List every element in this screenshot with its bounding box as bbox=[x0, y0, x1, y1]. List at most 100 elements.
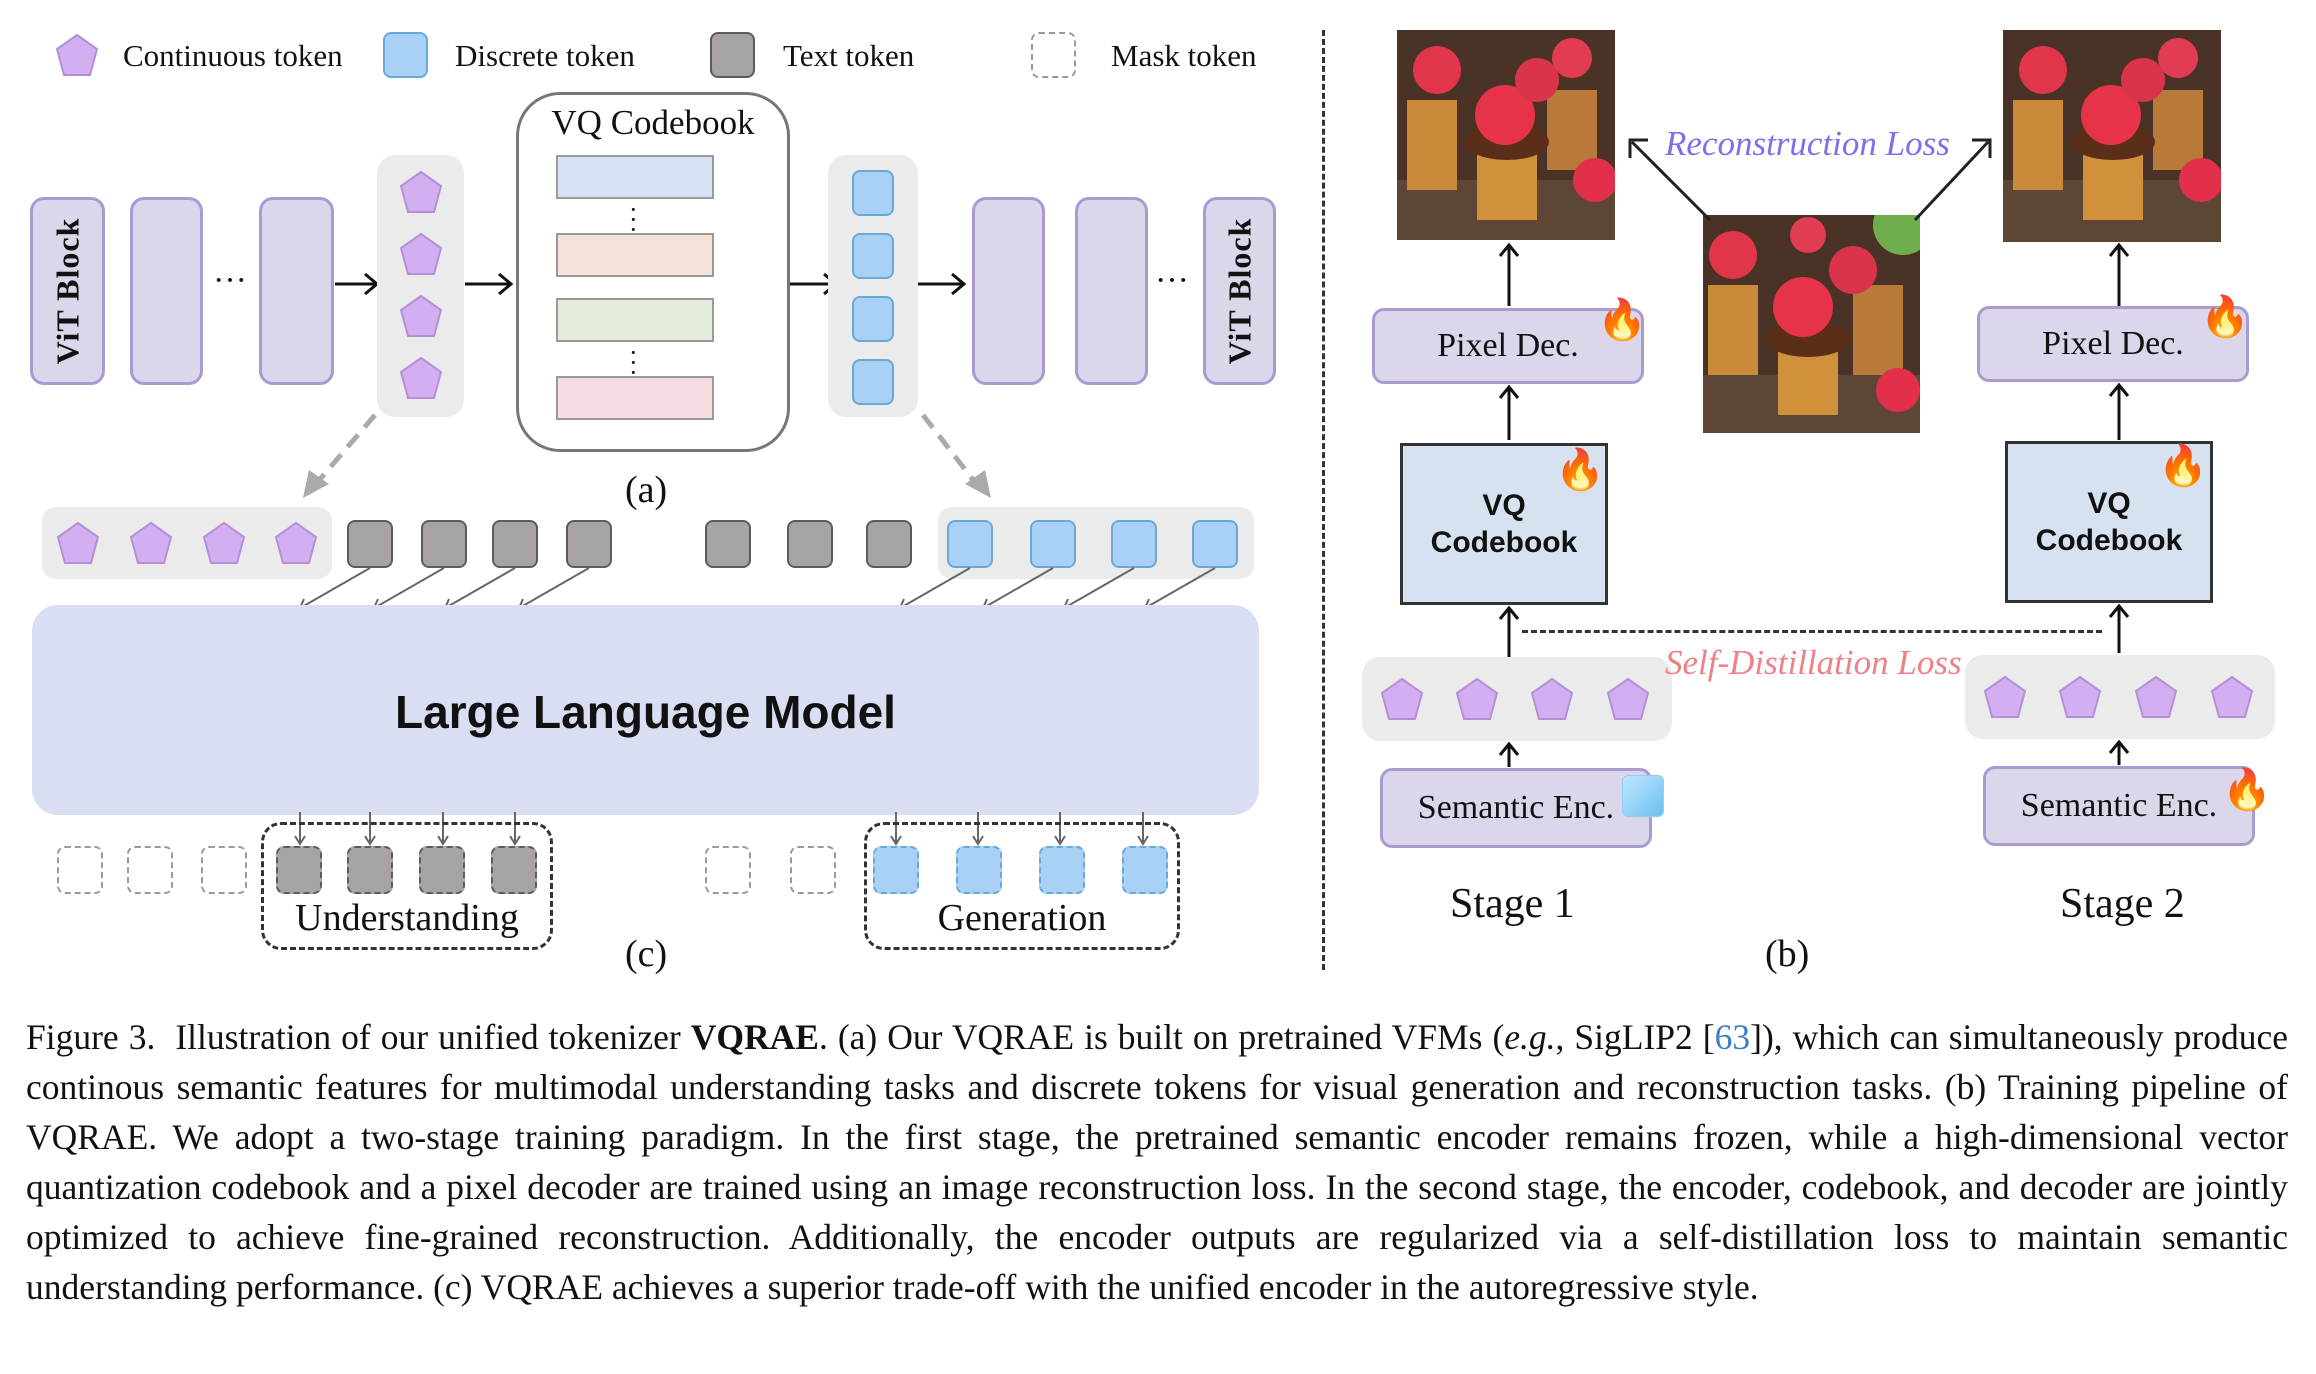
text-token bbox=[787, 520, 833, 568]
discrete-token-output bbox=[956, 846, 1002, 894]
caption-model-name: VQRAE bbox=[690, 1017, 819, 1057]
vq-label: VQ bbox=[2087, 486, 2131, 520]
pixel-decoder-label: Pixel Dec. bbox=[1437, 327, 1579, 364]
arrow-right-icon bbox=[918, 272, 967, 296]
continuous-token bbox=[202, 521, 246, 565]
vq-codebook-stage2: VQ Codebook bbox=[2005, 441, 2213, 603]
reconstructed-image-stage1 bbox=[1397, 30, 1615, 240]
text-token-output bbox=[419, 846, 465, 894]
semantic-encoder-stage2: Semantic Enc. bbox=[1983, 766, 2255, 846]
mask-token bbox=[705, 846, 751, 894]
llm-block: Large Language Model bbox=[32, 605, 1259, 815]
panel-c-label: (c) bbox=[625, 933, 668, 975]
arrow-right-icon bbox=[335, 272, 380, 296]
continuous-token bbox=[1530, 677, 1574, 721]
continuous-token bbox=[56, 521, 100, 565]
arrow-up-icon bbox=[2108, 739, 2130, 765]
llm-label: Large Language Model bbox=[395, 686, 896, 738]
mask-token bbox=[57, 846, 103, 894]
citation-link[interactable]: 63 bbox=[1714, 1017, 1751, 1057]
ellipsis: ··· bbox=[1155, 262, 1189, 299]
caption-part3: ]), which can simultaneously produce con… bbox=[26, 1017, 2289, 1307]
discrete-token bbox=[947, 520, 993, 568]
reconstruction-arrows bbox=[1628, 138, 1992, 222]
arrow-up-icon bbox=[1498, 384, 1520, 440]
vit-block bbox=[259, 197, 334, 385]
continuous-token bbox=[399, 294, 443, 338]
legend-discrete-label: Discrete token bbox=[455, 38, 635, 73]
semantic-encoder-stage1: Semantic Enc. bbox=[1380, 768, 1652, 848]
text-token-output bbox=[276, 846, 322, 894]
panel-a-label: (a) bbox=[625, 469, 668, 511]
reconstruction-loss-label: Reconstruction Loss bbox=[1665, 124, 1950, 163]
input-image bbox=[1703, 215, 1920, 433]
arrow-up-icon bbox=[2108, 603, 2130, 653]
continuous-token bbox=[399, 356, 443, 400]
codebook-label: Codebook bbox=[2035, 524, 2183, 557]
ellipsis: ··· bbox=[213, 262, 247, 299]
mask-token-icon bbox=[1031, 32, 1076, 78]
vit-block bbox=[130, 197, 203, 385]
arrow-up-icon bbox=[2108, 242, 2130, 306]
continuous-token bbox=[399, 232, 443, 276]
self-distillation-line bbox=[1522, 630, 2102, 633]
arrow-right-icon bbox=[465, 272, 514, 296]
discrete-token-icon bbox=[383, 32, 428, 78]
discrete-token-output bbox=[873, 846, 919, 894]
text-token-output bbox=[491, 846, 537, 894]
discrete-token bbox=[852, 296, 894, 342]
figure-number: Figure 3. bbox=[26, 1017, 156, 1057]
text-token-output bbox=[347, 846, 393, 894]
text-token bbox=[347, 520, 393, 568]
generation-label: Generation bbox=[937, 897, 1107, 939]
fire-icon: 🔥 bbox=[2222, 767, 2272, 812]
vq-label: VQ bbox=[1482, 488, 1526, 522]
fire-icon: 🔥 bbox=[1597, 297, 1647, 342]
legend-continuous-label: Continuous token bbox=[123, 38, 343, 73]
vq-codebook-stage1: VQ Codebook bbox=[1400, 443, 1608, 605]
discrete-token bbox=[852, 359, 894, 405]
semantic-encoder-label: Semantic Enc. bbox=[1417, 789, 1615, 826]
panel-divider bbox=[1322, 30, 1325, 970]
arrow-up-icon bbox=[2108, 382, 2130, 440]
continuous-token bbox=[129, 521, 173, 565]
codebook-entry bbox=[556, 376, 714, 420]
ice-cube-icon bbox=[1622, 775, 1664, 817]
codebook-entry bbox=[556, 233, 714, 277]
mask-token bbox=[201, 846, 247, 894]
continuous-token bbox=[2058, 675, 2102, 719]
text-token bbox=[492, 520, 538, 568]
pixel-decoder-label: Pixel Dec. bbox=[2042, 325, 2184, 362]
dashed-arrow-icon bbox=[921, 413, 991, 498]
fire-icon: 🔥 bbox=[2200, 294, 2250, 339]
text-token bbox=[566, 520, 612, 568]
codebook-label: Codebook bbox=[1430, 526, 1578, 559]
arrow-up-icon bbox=[1498, 605, 1520, 663]
arrow-up-icon bbox=[1498, 741, 1520, 767]
continuous-token bbox=[274, 521, 318, 565]
caption-part2: , SigLIP2 [ bbox=[1555, 1017, 1715, 1057]
vq-codebook-panel: VQ Codebook ··· ··· bbox=[516, 92, 790, 452]
discrete-token bbox=[852, 170, 894, 216]
mask-token bbox=[790, 846, 836, 894]
understanding-label: Understanding bbox=[295, 897, 519, 939]
pixel-decoder-stage1: Pixel Dec. bbox=[1372, 308, 1644, 384]
continuous-token bbox=[1380, 677, 1424, 721]
discrete-token bbox=[1111, 520, 1157, 568]
legend-mask-label: Mask token bbox=[1111, 38, 1257, 73]
semantic-encoder-label: Semantic Enc. bbox=[2020, 787, 2218, 824]
discrete-token bbox=[1192, 520, 1238, 568]
continuous-token bbox=[1606, 677, 1650, 721]
generation-group bbox=[864, 822, 1180, 950]
vit-block-left-label: ViT Block bbox=[49, 217, 85, 365]
caption-eg: e.g. bbox=[1504, 1017, 1556, 1057]
codebook-entry bbox=[556, 298, 714, 342]
caption-intro: Illustration of our unified tokenizer bbox=[175, 1017, 681, 1057]
stage2-label: Stage 2 bbox=[2060, 881, 2185, 927]
legend-text-label: Text token bbox=[783, 38, 915, 73]
vit-block-right-label: ViT Block bbox=[1221, 217, 1257, 365]
caption-part1: . (a) Our VQRAE is built on pretrained V… bbox=[818, 1017, 1505, 1057]
vertical-ellipsis: ··· bbox=[629, 195, 638, 244]
continuous-token bbox=[2134, 675, 2178, 719]
input-arrows bbox=[298, 567, 1216, 610]
